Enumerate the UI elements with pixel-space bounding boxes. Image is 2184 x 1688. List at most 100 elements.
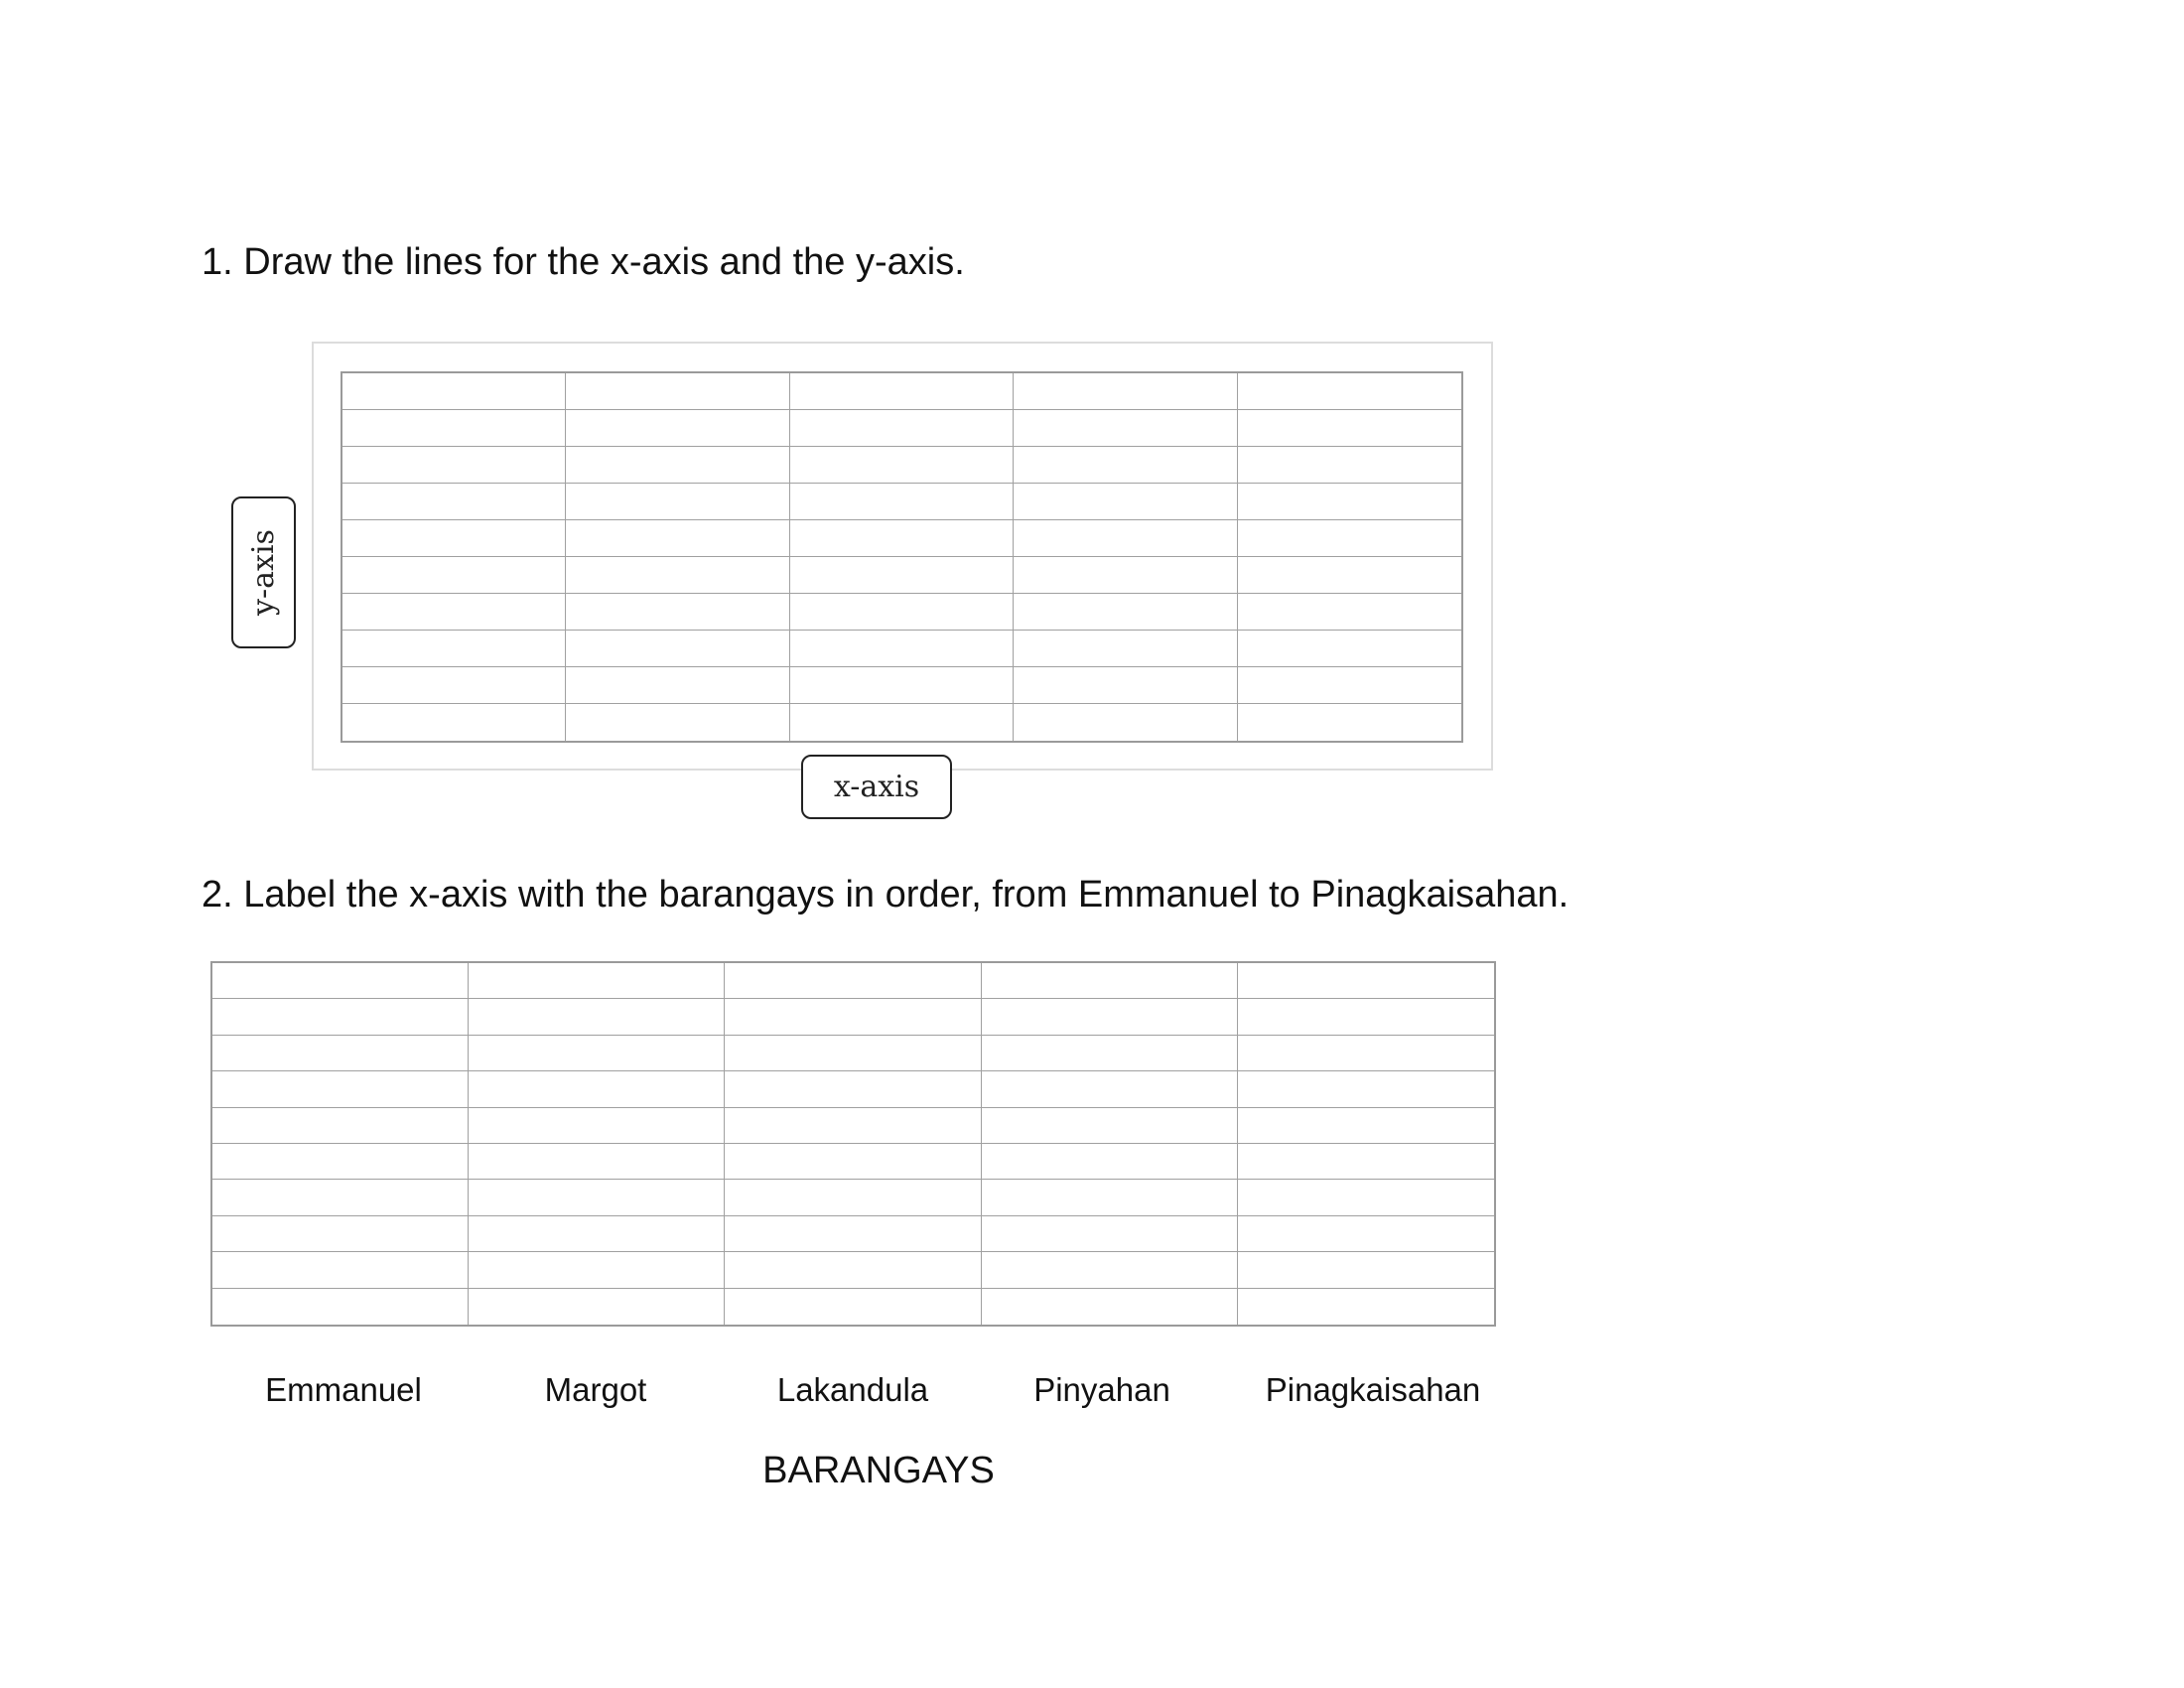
grid-cell <box>212 1215 470 1253</box>
grid-cell <box>342 410 567 447</box>
grid-cell <box>981 1252 1238 1289</box>
grid-cell <box>212 1071 470 1108</box>
grid-cell <box>1014 410 1238 447</box>
grid-cell <box>342 594 567 631</box>
grid-cell <box>1237 999 1494 1036</box>
grid-cell <box>725 999 982 1036</box>
grid-cell <box>1237 520 1461 557</box>
grid-cell <box>1014 667 1238 704</box>
grid-cell <box>725 1071 982 1108</box>
grid-cell <box>469 1180 726 1216</box>
x-axis-tag: x-axis <box>801 755 952 819</box>
grid-cell <box>981 1180 1238 1216</box>
grid-cell <box>342 484 567 520</box>
y-axis-tag: y-axis <box>231 496 296 648</box>
grid-cell <box>342 704 567 741</box>
grid-cell <box>725 1144 982 1181</box>
grid-cell <box>1014 594 1238 631</box>
x-axis-title: BARANGAYS <box>762 1450 995 1491</box>
grid-cell <box>981 1035 1238 1072</box>
grid-cell <box>789 410 1015 447</box>
grid-cell <box>342 557 567 594</box>
grid-cell <box>342 373 567 410</box>
grid-cell <box>342 447 567 484</box>
grid-cell <box>469 1035 726 1072</box>
grid-cell <box>212 1144 470 1181</box>
barangay-label-pinyahan: Pinyahan <box>1033 1371 1170 1408</box>
grid-cell <box>1238 704 1461 741</box>
grid-cell <box>1014 373 1238 410</box>
grid-cell <box>1014 484 1238 520</box>
grid-cell <box>469 999 726 1036</box>
grid-cell <box>566 704 790 741</box>
grid-cell <box>566 520 790 557</box>
barangay-label-lakandula: Lakandula <box>776 1371 929 1408</box>
grid-cell <box>469 1144 726 1181</box>
grid-cell <box>790 704 1015 741</box>
grid-cell <box>789 373 1015 410</box>
y-axis-tag-label: y-axis <box>246 529 282 616</box>
grid-cell <box>212 999 470 1036</box>
grid-cell <box>212 1288 470 1325</box>
grid-cell <box>1237 1108 1494 1144</box>
grid-cell <box>981 1144 1238 1181</box>
grid-cell <box>725 1252 982 1289</box>
grid-cell <box>1237 1216 1494 1253</box>
grid-cell <box>725 963 982 1000</box>
grid-cell <box>1237 484 1461 520</box>
grid-cell <box>342 667 567 704</box>
grid-cell <box>566 594 790 631</box>
figure-1-grid <box>341 371 1463 743</box>
instruction-step-2: 2. Label the x-axis with the barangays i… <box>202 874 1570 915</box>
grid-cell <box>981 1071 1238 1108</box>
grid-cell <box>566 631 790 667</box>
grid-cell <box>789 667 1015 704</box>
grid-cell <box>789 520 1015 557</box>
grid-cell <box>212 1035 470 1072</box>
grid-cell <box>789 484 1015 520</box>
grid-cell <box>1014 557 1238 594</box>
grid-cell <box>1237 410 1461 447</box>
grid-cell <box>1237 373 1461 410</box>
figure-2-grid <box>210 961 1496 1327</box>
grid-cell <box>469 1215 726 1253</box>
grid-cell <box>981 1107 1238 1144</box>
x-axis-tag-label: x-axis <box>833 770 920 804</box>
grid-cell <box>1237 557 1461 594</box>
barangay-label-pinagkaisahan: Pinagkaisahan <box>1265 1371 1481 1408</box>
grid-cell <box>1014 520 1238 557</box>
grid-cell <box>469 1071 726 1108</box>
grid-cell <box>981 999 1238 1036</box>
grid-cell <box>1238 1289 1494 1325</box>
grid-cell <box>1237 1036 1494 1072</box>
grid-cell <box>1014 447 1238 484</box>
grid-cell <box>1237 1180 1494 1216</box>
grid-cell <box>982 1288 1238 1325</box>
grid-cell <box>566 667 790 704</box>
grid-cell <box>1237 963 1494 1000</box>
grid-cell <box>469 963 726 1000</box>
barangay-label-margot: Margot <box>544 1371 647 1408</box>
grid-cell <box>1237 1144 1494 1181</box>
grid-cell <box>212 1107 470 1144</box>
grid-cell <box>725 1107 982 1144</box>
grid-cell <box>1237 1071 1494 1108</box>
grid-cell <box>789 594 1015 631</box>
grid-cell <box>789 631 1015 667</box>
grid-cell <box>1237 631 1461 667</box>
grid-cell <box>1237 667 1461 704</box>
grid-cell <box>1014 704 1238 741</box>
grid-cell <box>566 447 790 484</box>
grid-cell <box>342 631 567 667</box>
instruction-step-1: 1. Draw the lines for the x-axis and the… <box>202 241 965 283</box>
grid-cell <box>725 1215 982 1253</box>
grid-cell <box>212 963 470 1000</box>
barangay-label-emmanuel: Emmanuel <box>265 1371 422 1408</box>
grid-cell <box>469 1288 726 1325</box>
grid-cell <box>1237 594 1461 631</box>
grid-cell <box>342 520 567 557</box>
grid-cell <box>789 447 1015 484</box>
grid-cell <box>725 1035 982 1072</box>
grid-cell <box>469 1107 726 1144</box>
grid-cell <box>566 373 790 410</box>
